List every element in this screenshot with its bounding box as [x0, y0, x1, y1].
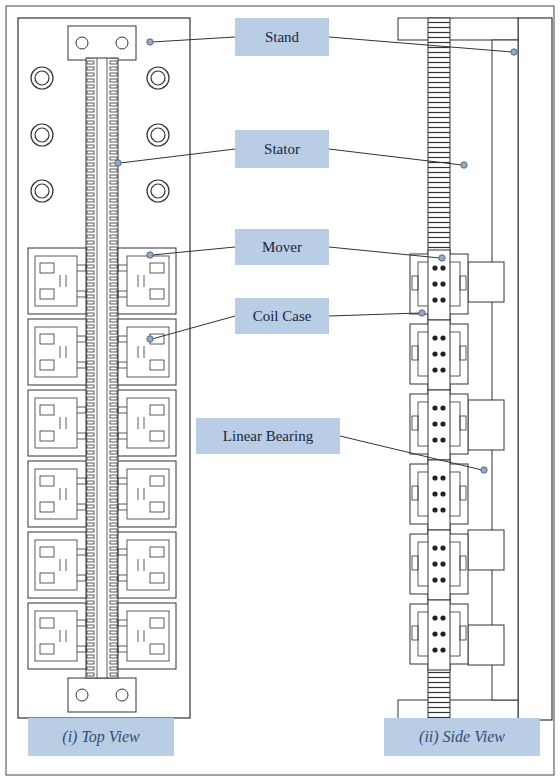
part-label-box: Mover: [235, 229, 329, 265]
leader-dots: [115, 39, 517, 473]
outer-frame: [6, 6, 554, 775]
label-text: Stand: [265, 29, 299, 46]
part-label-box: Stator: [235, 130, 329, 168]
view-caption-box: (i) Top View: [28, 718, 174, 756]
label-text: (ii) Side View: [419, 728, 505, 746]
label-text: Linear Bearing: [223, 428, 313, 445]
label-text: Coil Case: [253, 308, 312, 325]
part-label-box: Linear Bearing: [196, 418, 340, 454]
view-caption-box: (ii) Side View: [384, 718, 540, 756]
side-view-drawing: [398, 18, 552, 720]
part-label-box: Coil Case: [235, 298, 329, 334]
label-text: Stator: [264, 141, 300, 158]
part-label-box: Stand: [235, 18, 329, 56]
label-text: (i) Top View: [62, 728, 139, 746]
top-view-drawing: [18, 18, 190, 718]
leader-lines: [120, 37, 512, 470]
label-text: Mover: [262, 239, 302, 256]
